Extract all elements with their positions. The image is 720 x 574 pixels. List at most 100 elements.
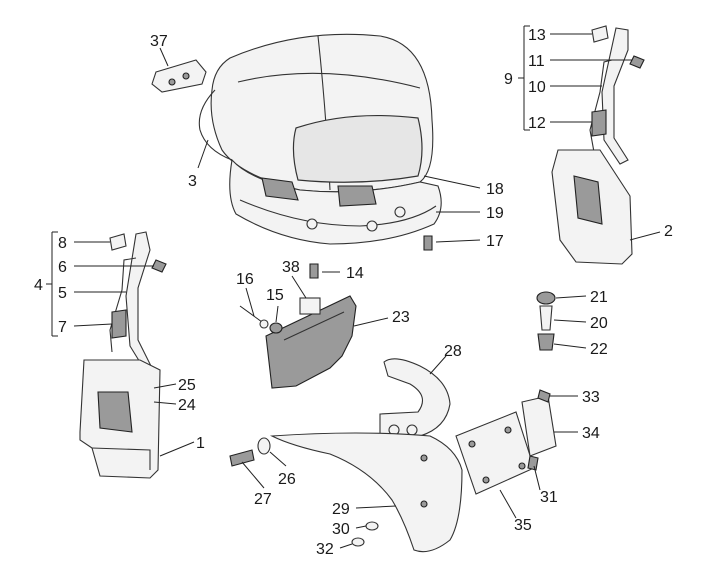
callout-6: 6: [58, 259, 67, 276]
callout-4: 4: [34, 277, 43, 294]
license-plate-bracket: [265, 295, 357, 389]
leader-16: [245, 287, 255, 317]
top-case-seam: [237, 72, 421, 89]
tray-hole-left: [306, 218, 318, 230]
cap-part-21: [536, 291, 556, 305]
callout-8: 8: [58, 235, 67, 252]
leader-lines: [46, 25, 661, 549]
emblem-dot-2: [182, 72, 190, 80]
callout-16: 16: [236, 271, 254, 288]
right-hinge-assembly: [589, 25, 645, 165]
callout-27: 27: [254, 491, 272, 508]
leader-29: [355, 505, 397, 509]
callout-9: 9: [504, 71, 513, 88]
left-spring-part-7: [111, 309, 127, 339]
callout-32: 32: [316, 541, 334, 558]
screw-part-14: [309, 263, 319, 279]
screw-part-17: [423, 235, 433, 251]
pin-part-20: [539, 305, 553, 331]
bolt-16-and-bushing-15: [239, 305, 283, 334]
screw-part-33: [537, 389, 551, 403]
spring-part-22: [537, 333, 555, 351]
callout-28: 28: [444, 343, 462, 360]
right-screw-part-11: [629, 55, 645, 69]
callout-19: 19: [486, 205, 504, 222]
nut-part-32: [351, 537, 365, 547]
tray-pad-right: [337, 185, 377, 207]
right-clip-part-13: [591, 25, 609, 43]
fender-hole-top: [420, 454, 428, 462]
left-clip-part-8: [109, 233, 127, 251]
callout-22: 22: [590, 341, 608, 358]
emblem-dot-1: [168, 78, 176, 86]
left-panel-fold: [91, 447, 151, 470]
plate-holder-rivets: [283, 311, 345, 341]
callout-38: 38: [282, 259, 300, 276]
leader-32: [339, 543, 353, 549]
callout-14: 14: [346, 265, 364, 282]
leader-25: [153, 383, 177, 389]
right-hinge-arm: [589, 59, 613, 153]
leader-30: [355, 525, 367, 529]
callout-26: 26: [278, 471, 296, 488]
leader-24: [153, 401, 177, 405]
plate-hole-1: [468, 440, 476, 448]
mounting-plate-part-35: [455, 411, 535, 495]
callout-24: 24: [178, 397, 196, 414]
bolt-16-head: [259, 319, 269, 329]
fender-part-29: [269, 432, 463, 553]
callout-11: 11: [528, 53, 545, 70]
callout-7: 7: [58, 319, 67, 336]
callout-20: 20: [590, 315, 608, 332]
leader-7: [73, 323, 113, 327]
callout-13: 13: [528, 27, 546, 44]
leader-26: [269, 451, 287, 467]
right-hinge-plate-part-10: [601, 27, 629, 165]
tray-hole-right: [394, 206, 406, 218]
callout-23: 23: [392, 309, 410, 326]
tray-rim: [239, 199, 437, 227]
leader-31: [533, 465, 541, 491]
leader-28: [429, 355, 447, 375]
leader-20: [553, 319, 587, 323]
plate-holder-part-23: [265, 295, 357, 389]
leader-18: [423, 175, 481, 189]
small-fasteners: [299, 235, 556, 351]
rear-fender-assembly: [269, 358, 463, 553]
leader-38: [291, 275, 307, 299]
plate-hole-4: [518, 462, 526, 470]
screw-part-31: [527, 455, 539, 471]
washer-part-26: [257, 437, 271, 455]
leader-21: [555, 295, 587, 299]
leader-35: [499, 489, 517, 519]
bolt-16-shaft: [239, 305, 263, 323]
callout-12: 12: [528, 115, 546, 132]
left-hinge-plate-part-5: [125, 231, 153, 373]
callout-35: 35: [514, 517, 532, 534]
left-side-panel: [79, 359, 161, 479]
leader-3: [197, 139, 209, 169]
leader-22: [553, 343, 587, 349]
callout-5: 5: [58, 285, 67, 302]
top-case-handle: [198, 89, 233, 161]
washer-part-30: [365, 521, 379, 531]
callout-3: 3: [188, 173, 197, 190]
callout-21: 21: [590, 289, 608, 306]
tray-pad-left: [261, 177, 299, 201]
callout-15: 15: [266, 287, 284, 304]
plate-hole-3: [482, 476, 490, 484]
right-side-panel: [551, 149, 633, 265]
fender-bracket-part-28: [379, 358, 451, 437]
bolt-part-27: [229, 449, 255, 467]
callout-1: 1: [196, 435, 205, 452]
fender-hole-bottom: [420, 500, 428, 508]
bushing-15: [269, 322, 283, 334]
callout-10: 10: [528, 79, 546, 96]
leader-27: [241, 461, 265, 489]
leader-37: [159, 47, 169, 67]
leader-15: [275, 305, 279, 323]
callout-29: 29: [332, 501, 350, 518]
right-panel-slot: [573, 175, 603, 225]
top-case-assembly: [198, 33, 442, 245]
